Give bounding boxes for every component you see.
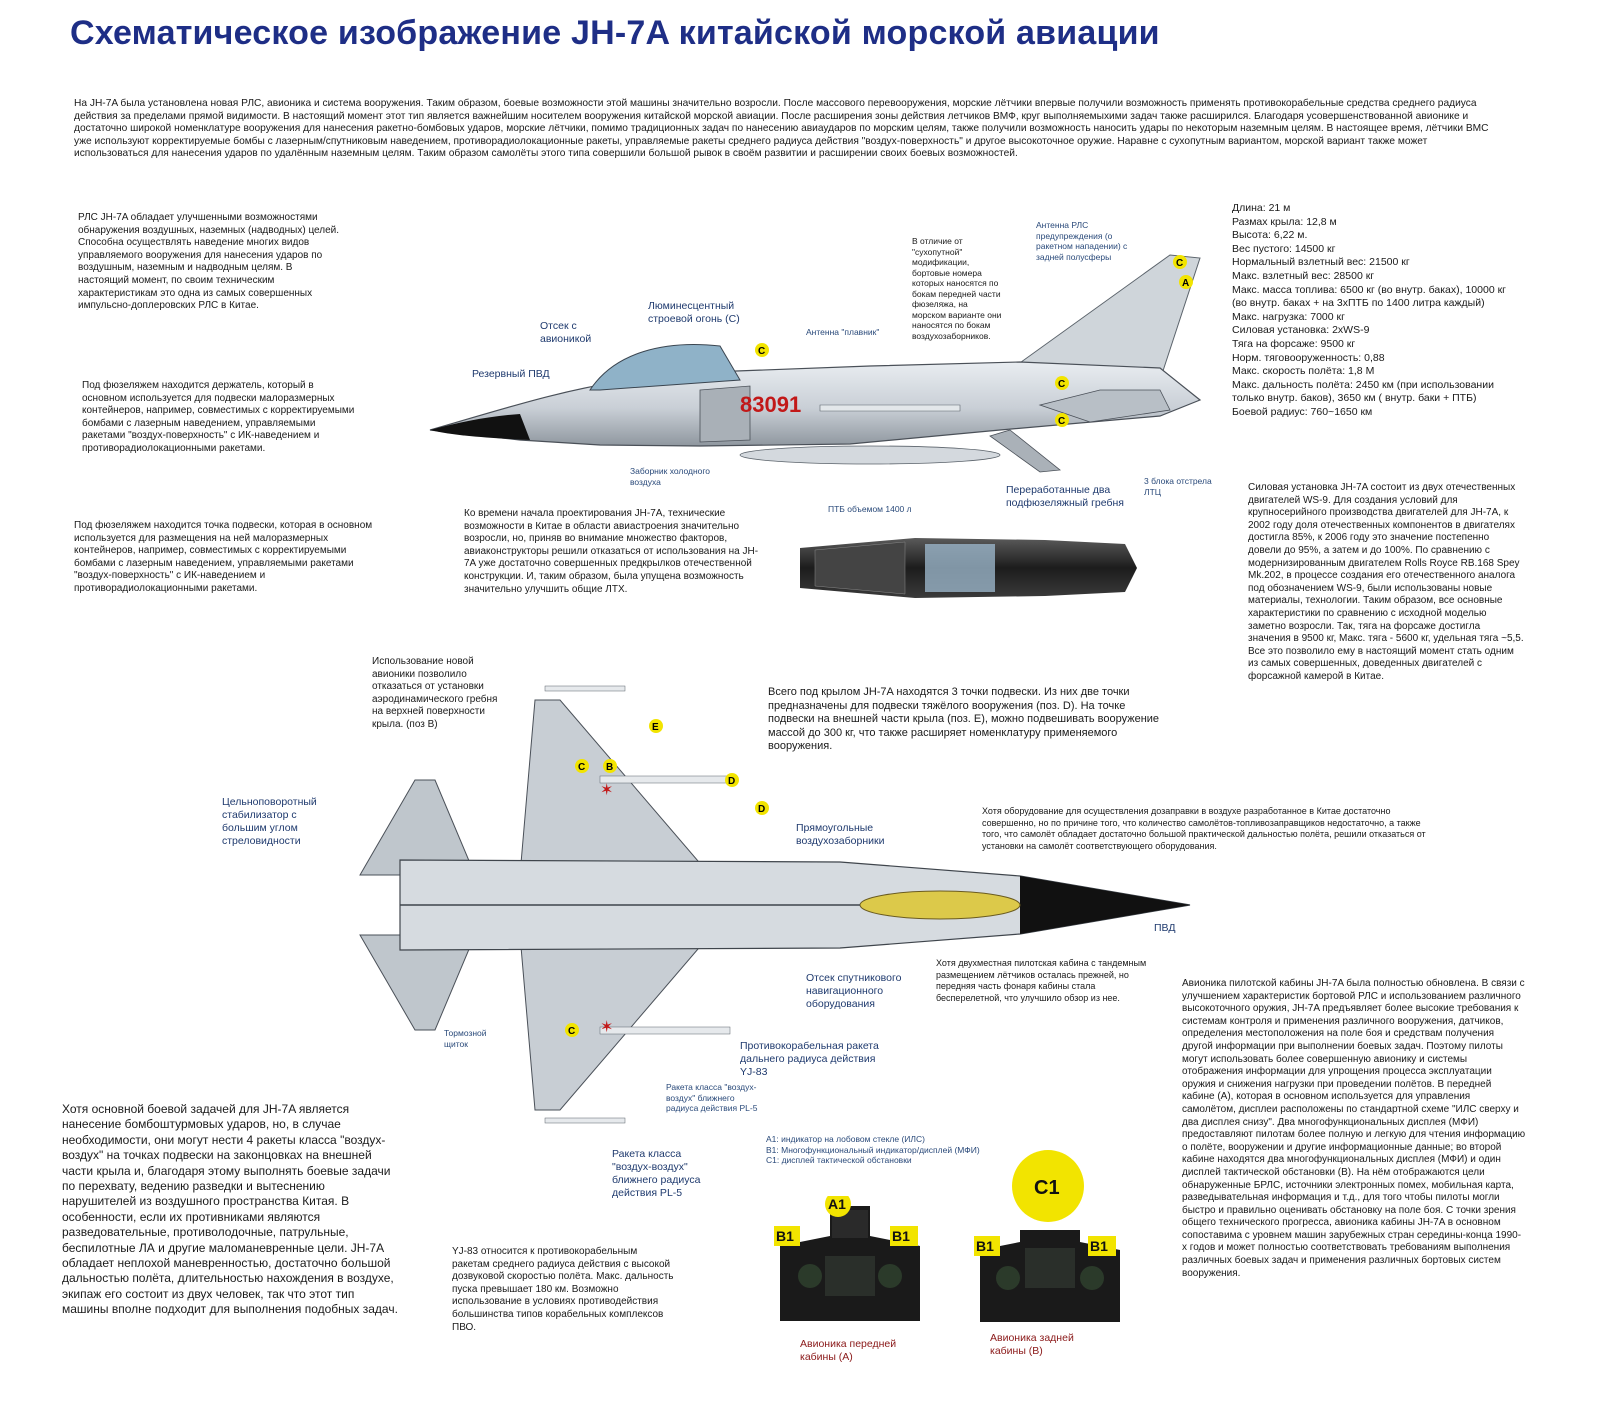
- top-view-aircraft: ✶ ✶ E C B D D C: [359, 685, 1191, 1124]
- marker-c2: C: [568, 1026, 575, 1037]
- intro-paragraph: На JH-7A была установлена новая РЛС, ави…: [74, 98, 1489, 160]
- label-ridge: Использование новой авионики позволило о…: [372, 656, 498, 730]
- spec-item: Боевой радиус: 760~1650 км: [1232, 405, 1373, 418]
- cockpit-b1-left-rear: B1: [976, 1238, 994, 1254]
- cockpit-legend: A1: индикатор на лобовом стекле (ИЛС) B1…: [766, 1134, 996, 1166]
- suspension-point-text: Под фюзеляжем находится точка подвески, …: [74, 520, 373, 594]
- legend-item: B1: Многофункциональный индикатор/диспле…: [766, 1144, 980, 1155]
- label-yj83: Противокорабельная ракета дальнего радиу…: [740, 1040, 879, 1078]
- cockpit-b1-right: B1: [892, 1228, 910, 1244]
- label-intakes: Прямоугольные воздухозаборники: [796, 822, 885, 847]
- spec-item: Высота: 6,22 м.: [1232, 229, 1308, 242]
- spec-item: Нормальный взлетный вес: 21500 кг: [1232, 256, 1410, 269]
- spec-item: Размах крыла: 12,8 м: [1232, 215, 1337, 228]
- svg-text:C: C: [1176, 258, 1183, 269]
- rear-cockpit-caption: Авионика задней кабины (В): [990, 1332, 1074, 1357]
- label-formation-light: Люминесцентный строевой огонь (C): [648, 300, 740, 325]
- label-pl5-b: Ракета класса "воздух-воздух" ближнего р…: [612, 1148, 701, 1199]
- engine-image: [800, 538, 1137, 598]
- label-pvd: ПВД: [1154, 922, 1176, 934]
- marker-e: E: [652, 722, 659, 733]
- svg-text:✶: ✶: [600, 1019, 613, 1036]
- label-refuel: Хотя оборудование для осуществления доза…: [982, 806, 1426, 851]
- avionics-text: Авионика пилотской кабины JH-7A была пол…: [1182, 978, 1526, 1279]
- cockpit-c1: C1: [1034, 1177, 1060, 1199]
- label-pl5-a: Ракета класса "воздух-воздух" ближнего р…: [666, 1082, 758, 1113]
- svg-text:C: C: [1058, 379, 1065, 390]
- spec-item: Тяга на форсаже: 9500 кг: [1232, 337, 1356, 350]
- label-pylons: Всего под крылом JH-7A находятся 3 точки…: [768, 686, 1160, 753]
- spec-list: Длина: 21 м Размах крыла: 12,8 м Высота:…: [1232, 202, 1522, 420]
- label-fin-antenna: Антенна "плавник": [806, 327, 880, 337]
- spec-item: Силовая установка: 2xWS-9: [1232, 324, 1370, 337]
- yj83-text: YJ-83 относится к противокорабельным рак…: [452, 1246, 674, 1333]
- side-view-aircraft: 83091 C C C C A: [429, 254, 1202, 473]
- label-sat-nav: Отсек спутникового навигационного оборуд…: [806, 972, 902, 1010]
- svg-text:✶: ✶: [600, 782, 613, 799]
- label-ventral-fins: Переработанные два подфюзеляжный гребня: [1006, 484, 1124, 509]
- marker-b: B: [606, 762, 613, 773]
- label-canopy: Хотя двухместная пилотская кабина с танд…: [936, 958, 1147, 1003]
- cockpit-b1-left: B1: [776, 1228, 794, 1244]
- front-cockpit-image: A1 B1 B1: [774, 1196, 920, 1321]
- spec-item: Длина: 21 м: [1232, 202, 1291, 214]
- svg-text:A: A: [1182, 278, 1189, 289]
- page-title: Схематическое изображение JH-7A китайско…: [70, 14, 1160, 52]
- label-numbers-note: В отличие от "сухопутной" модификации, б…: [912, 236, 1002, 341]
- spec-item: Макс. скорость полёта: 1,8 М: [1232, 365, 1375, 378]
- radar-text: РЛС JH-7A обладает улучшенными возможнос…: [78, 212, 340, 312]
- holder-text: Под фюзеляжем находится держатель, котор…: [82, 380, 355, 454]
- label-backup-pvd: Резервный ПВД: [472, 368, 550, 380]
- label-rws-antenna: Антенна РЛС предупреждения (о ракетном н…: [1036, 220, 1128, 262]
- rear-cockpit-image: C1 B1 B1: [974, 1150, 1120, 1322]
- marker-d2: D: [758, 804, 765, 815]
- label-flare-blocks: 3 блока отстрела ЛТЦ: [1144, 476, 1212, 497]
- cockpit-a1: A1: [828, 1196, 846, 1212]
- design-text: Ко времени начала проектирования JH-7A, …: [464, 508, 759, 595]
- marker-d: D: [728, 776, 735, 787]
- marker-c: C: [578, 762, 585, 773]
- label-cold-intake: Заборник холодного воздуха: [630, 466, 711, 487]
- svg-text:C: C: [758, 346, 765, 357]
- engine-text: Силовая установка JH-7A состоит из двух …: [1248, 482, 1524, 682]
- svg-text:C: C: [1058, 416, 1065, 427]
- board-number: 83091: [740, 392, 801, 417]
- spec-item: Макс. нагрузка: 7000 кг: [1232, 310, 1345, 323]
- spec-item: Вес пустого: 14500 кг: [1232, 242, 1336, 255]
- front-cockpit-caption: Авионика передней кабины (А): [800, 1338, 897, 1363]
- spec-item: Макс. масса топлива: 6500 кг (во внутр. …: [1232, 283, 1506, 310]
- spec-item: Макс. дальность полёта: 2450 км (при исп…: [1232, 378, 1494, 405]
- spec-item: Норм. тяговооруженность: 0,88: [1232, 351, 1385, 364]
- label-ptb: ПТБ объемом 1400 л: [828, 504, 912, 514]
- mission-text: Хотя основной боевой задачей для JH-7A я…: [62, 1102, 398, 1317]
- label-brake: Тормозной щиток: [444, 1028, 487, 1049]
- legend-item: C1: дисплей тактической обстановки: [766, 1155, 912, 1165]
- cockpit-b1-right-rear: B1: [1090, 1238, 1108, 1254]
- label-stabilizer: Цельноповоротный стабилизатор с большим …: [222, 796, 317, 847]
- label-avionics-bay: Отсек с авионикой: [540, 320, 592, 345]
- spec-item: Макс. взлетный вес: 28500 кг: [1232, 269, 1375, 282]
- legend-item: A1: индикатор на лобовом стекле (ИЛС): [766, 1134, 925, 1144]
